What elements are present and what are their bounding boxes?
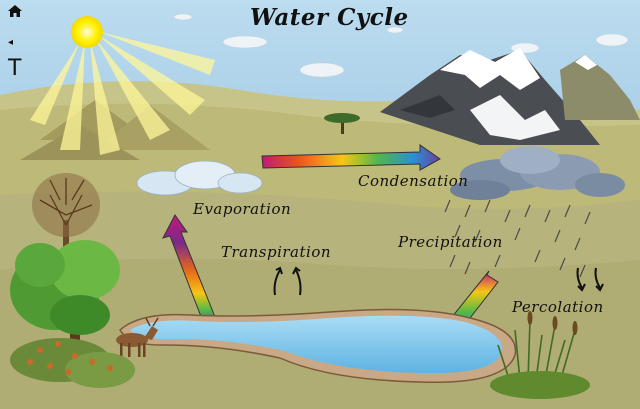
marsh-grass [490,371,590,399]
rain [444,199,591,278]
text-tool-icon[interactable]: T [8,56,22,81]
label-condensation: Condensation [358,172,469,190]
label-evaporation: Evaporation [193,200,292,218]
diagram-title: Water Cycle [250,4,409,31]
sun-rays [30,32,215,155]
label-transpiration: Transpiration [221,243,332,261]
shrubs [10,338,135,388]
condensation-arrow [261,144,441,171]
back-arrow-icon[interactable]: ◂ [8,37,14,48]
evaporation-clouds [136,160,263,196]
rain-cloud [450,146,625,200]
label-percolation: Percolation [512,298,604,316]
distant-tree [324,113,360,134]
green-tree [10,240,120,380]
mountains [380,48,640,145]
label-precipitation: Precipitation [398,233,503,251]
sun [71,16,103,48]
home-icon[interactable] [8,5,22,17]
lake [130,315,503,374]
cattails [527,311,578,335]
percolation-arrows [576,267,604,292]
transpiration-arrows [273,266,302,296]
deer [116,317,159,357]
